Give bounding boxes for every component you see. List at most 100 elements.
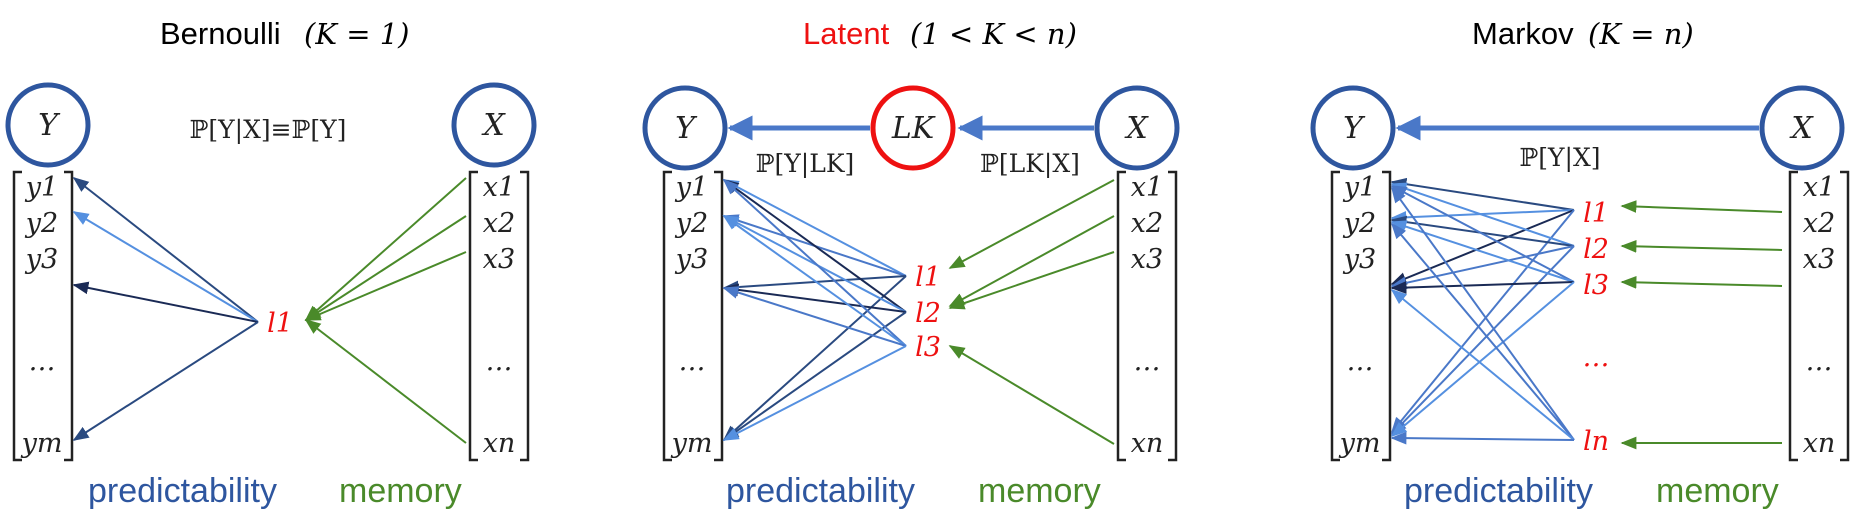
edge-l3-y3 <box>1390 281 1575 294</box>
edge-l1-y1 <box>72 177 259 323</box>
panel-markov: Markov (K = n) Y X ℙ[Y|X] y1 y2 y3 … ym … <box>1310 16 1850 510</box>
predictability-label: predictability <box>1404 472 1593 510</box>
y-vector-right-bracket <box>1382 170 1392 462</box>
x-entry-3: x3 <box>1803 244 1835 275</box>
edge-x3-l2 <box>948 251 1115 310</box>
latent-title-word: Latent <box>803 16 890 51</box>
x-entry-n: xn <box>483 428 516 459</box>
x-entry-2: x2 <box>483 208 515 239</box>
x-vector-right-bracket <box>520 170 530 462</box>
edge-l1-y1 <box>1390 177 1575 211</box>
y-vector-right-bracket <box>64 170 74 462</box>
node-y-label: Y <box>38 108 61 143</box>
y-entry-3: y3 <box>1343 244 1376 275</box>
latent-title-math: (1 < K < n) <box>910 17 1077 51</box>
latent-ellipsis: … <box>1583 342 1610 373</box>
edge-l3-ym <box>722 345 907 441</box>
node-x-circle <box>1094 85 1180 171</box>
x-entry-3: x3 <box>483 244 515 275</box>
x-entry-n: xn <box>1803 428 1836 459</box>
edge-l1-ym <box>72 321 259 441</box>
memory-label: memory <box>978 472 1101 510</box>
latent-l3: l3 <box>1583 270 1609 301</box>
bernoulli-prob-label: ℙ[Y|X]≡ℙ[Y] <box>190 115 347 145</box>
node-x-label: X <box>1124 111 1149 146</box>
node-y-circle <box>5 82 91 168</box>
node-x-label: X <box>1789 111 1814 146</box>
bernoulli-title-word: Bernoulli <box>160 16 281 51</box>
node-x-circle <box>451 82 537 168</box>
latent-l2: l2 <box>915 298 941 329</box>
edge-l1-y3 <box>1390 209 1575 285</box>
x-entry-ellipsis: … <box>1806 346 1833 377</box>
prob-y-given-x: ℙ[Y|X] <box>1519 143 1600 173</box>
y-entry-ellipsis: … <box>1347 346 1374 377</box>
x-entry-1: x1 <box>483 172 515 203</box>
latent-l3: l3 <box>915 332 941 363</box>
latent-l1: l1 <box>267 308 293 339</box>
y-entry-1: y1 <box>1343 172 1376 203</box>
node-l-label: LK <box>891 111 936 146</box>
edge-x3-l1 <box>304 251 467 321</box>
edge-l1-ym <box>722 275 907 442</box>
x-entry-2: x2 <box>1131 208 1163 239</box>
node-y-label: Y <box>1343 111 1366 146</box>
y-entry-2: y2 <box>675 208 708 239</box>
edge-x2-l2 <box>1620 239 1783 253</box>
edge-x1-l1 <box>1620 200 1783 213</box>
edge-l2-y3 <box>1390 245 1575 290</box>
node-y-circle <box>1310 85 1396 171</box>
edge-l2-y1 <box>1390 182 1575 247</box>
y-entry-1: y1 <box>25 172 58 203</box>
x-entry-ellipsis: … <box>486 346 513 377</box>
edge-ln-y3 <box>1390 288 1575 441</box>
x-vector-left-bracket <box>1788 170 1798 462</box>
y-vector-left-bracket <box>1330 170 1340 462</box>
node-x-circle <box>1759 85 1845 171</box>
memory-label: memory <box>1656 472 1779 510</box>
node-y-circle <box>642 85 728 171</box>
edge-l2-ym <box>1390 245 1575 436</box>
y-entry-3: y3 <box>675 244 708 275</box>
y-vector-right-bracket <box>714 170 724 462</box>
x-entry-1: x1 <box>1131 172 1163 203</box>
edge-ln-y2 <box>1390 222 1575 441</box>
x-vector-right-bracket <box>1168 170 1178 462</box>
y-vector-left-bracket <box>12 170 22 462</box>
edge-l3-y2 <box>1390 220 1575 283</box>
edge-x1-l1 <box>948 179 1115 269</box>
edge-l1-ym <box>1390 209 1575 434</box>
x-entry-2: x2 <box>1803 208 1835 239</box>
y-entry-ellipsis: … <box>679 346 706 377</box>
edge-l2-y3 <box>722 283 907 313</box>
edge-l2-y1 <box>722 179 907 313</box>
edge-l3-ym <box>1390 281 1575 438</box>
predictability-label: predictability <box>726 472 915 510</box>
edge-x1-l1 <box>304 177 467 322</box>
edge-xn-l1 <box>304 319 467 444</box>
prob-y-given-l: ℙ[Y|LK] <box>756 149 855 179</box>
edge-l3-y3 <box>722 286 907 347</box>
y-entry-2: y2 <box>1343 208 1376 239</box>
y-entry-3: y3 <box>25 244 58 275</box>
edge-l2-ym <box>722 311 907 441</box>
y-vector-left-bracket <box>662 170 672 462</box>
y-entry-m: ym <box>21 428 63 459</box>
x-vector-right-bracket <box>1840 170 1850 462</box>
node-x-label: X <box>481 108 506 143</box>
x-vector-left-bracket <box>468 170 478 462</box>
x-vector-left-bracket <box>1116 170 1126 462</box>
node-y-label: Y <box>675 111 698 146</box>
edge-l3-y1 <box>1390 185 1575 283</box>
edge-l3-y1 <box>722 178 907 347</box>
y-entry-1: y1 <box>675 172 708 203</box>
latent-l2: l2 <box>1583 234 1609 265</box>
y-entry-m: ym <box>671 428 713 459</box>
markov-title-math: (K = n) <box>1588 17 1694 51</box>
y-entry-ellipsis: … <box>29 346 56 377</box>
markov-title-word: Markov <box>1472 16 1574 51</box>
latent-l1: l1 <box>915 262 941 293</box>
edge-l1-y2 <box>72 211 259 323</box>
edge-x3-l3 <box>1620 275 1783 289</box>
